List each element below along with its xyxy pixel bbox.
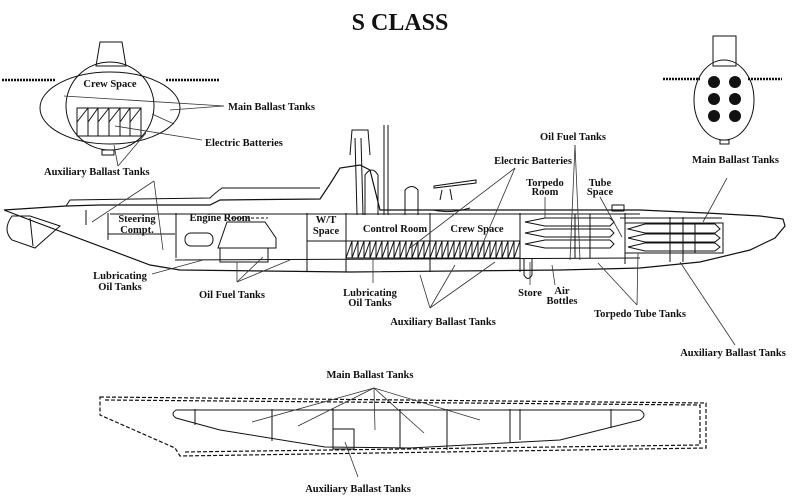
torpedo-icon [627,233,721,243]
label-lubricating-aft: Lubricating [93,271,147,282]
label-auxiliary-ballast-fwd: Auxiliary Ballast Tanks [680,348,786,359]
outer-casing-outline [99,396,707,457]
label-crew-space: Crew Space [450,224,504,235]
torpedo-tube-icon [729,93,741,105]
label-steering-compt: Compt. [120,225,154,236]
leader-line [169,105,225,111]
label-main-ballast-tanks-plan: Main Ballast Tanks [327,370,414,381]
keel [101,149,115,156]
label-oil-fuel-tanks-aft: Oil Fuel Tanks [199,290,265,301]
leader-line [117,132,147,167]
torpedo-icon [524,239,615,249]
leader-line [114,125,203,141]
side-profile: Steering Compt. Engine Room W/T Space Co… [3,125,786,359]
label-torpedo-room: Room [532,187,559,198]
label-auxiliary-ballast-tanks: Auxiliary Ballast Tanks [44,167,150,178]
label-tube: Tube [589,178,612,189]
label-engine-room: Engine Room [190,213,251,224]
label-auxiliary-ballast-tanks-plan: Auxiliary Ballast Tanks [305,484,411,495]
conning-tower-section [95,41,127,67]
leader-lines-plan [251,387,481,478]
engine [184,217,277,263]
torpedo-tube-icon [708,76,720,88]
label-bottles: Bottles [547,296,578,307]
label-wt-space: Space [313,226,340,237]
torpedo-icon [626,223,721,234]
plan-view: Main Ballast Tanks Auxiliary Ballast Tan… [99,370,707,495]
rudder-post [29,217,34,247]
cross-section-aft: Crew Space Main Ballast Tanks Electric B… [2,41,315,178]
pressure-hull-bottom [174,257,641,261]
label-control-room: Control Room [363,224,428,235]
label-tube-space: Space [587,187,614,198]
torpedo-tube-icon [708,110,720,122]
label-main-ballast-tanks: Main Ballast Tanks [228,102,315,113]
leader-line [151,113,175,125]
torpedo-tube-icon [729,110,741,122]
rudder [6,215,61,249]
leader-line [63,95,225,107]
label-torpedo-tube-tanks: Torpedo Tube Tanks [594,309,686,320]
outer-casing-inner [104,399,701,453]
conning-tower [349,125,477,216]
torpedo-tubes-bow [611,204,724,254]
outer-ballast-hull [39,71,181,145]
cross-section-bow: Main Ballast Tanks [663,35,782,223]
label-torpedo: Torpedo [526,178,564,189]
label-auxiliary-ballast-mid: Auxiliary Ballast Tanks [390,317,496,328]
bow-casing [712,35,737,67]
battery-section [345,240,521,259]
leader-line [113,144,119,167]
label-wt: W/T [316,215,336,226]
store [523,258,533,279]
diagram-title: S CLASS [352,10,449,36]
pressure-hull [65,61,155,151]
auxiliary-ballast-tank-box [332,428,355,450]
label-oil-fuel-tanks-fwd: Oil Fuel Tanks [540,132,606,143]
label-electric-batteries: Electric Batteries [205,138,283,149]
label-oil-tanks-aft: Oil Tanks [98,282,142,293]
label-crew-space: Crew Space [83,79,137,90]
label-lubricating-mid: Lubricating [343,288,397,299]
torpedo-tubes [708,76,741,122]
leader-lines [91,144,736,346]
torpedo-tube-icon [729,76,741,88]
torpedo-icon [524,217,615,227]
torpedo-icon [627,242,721,252]
pressure-hull-plan [172,409,645,449]
label-oil-tanks-mid: Oil Tanks [348,298,392,309]
label-store: Store [518,288,542,299]
torpedo-tube-icon [708,93,720,105]
bow-keel [719,139,730,145]
label-electric-batteries: Electric Batteries [494,156,572,167]
label-steering: Steering [118,214,156,225]
hull-outline [3,164,786,273]
torpedo-icon [524,228,615,238]
leader-line [702,177,728,223]
battery-cells [76,107,142,136]
label-air: Air [554,286,570,297]
label-main-ballast-tanks-bow: Main Ballast Tanks [692,155,779,166]
tank-divisions [194,409,612,450]
bow-hull [693,59,755,141]
deck-casing [65,187,320,207]
